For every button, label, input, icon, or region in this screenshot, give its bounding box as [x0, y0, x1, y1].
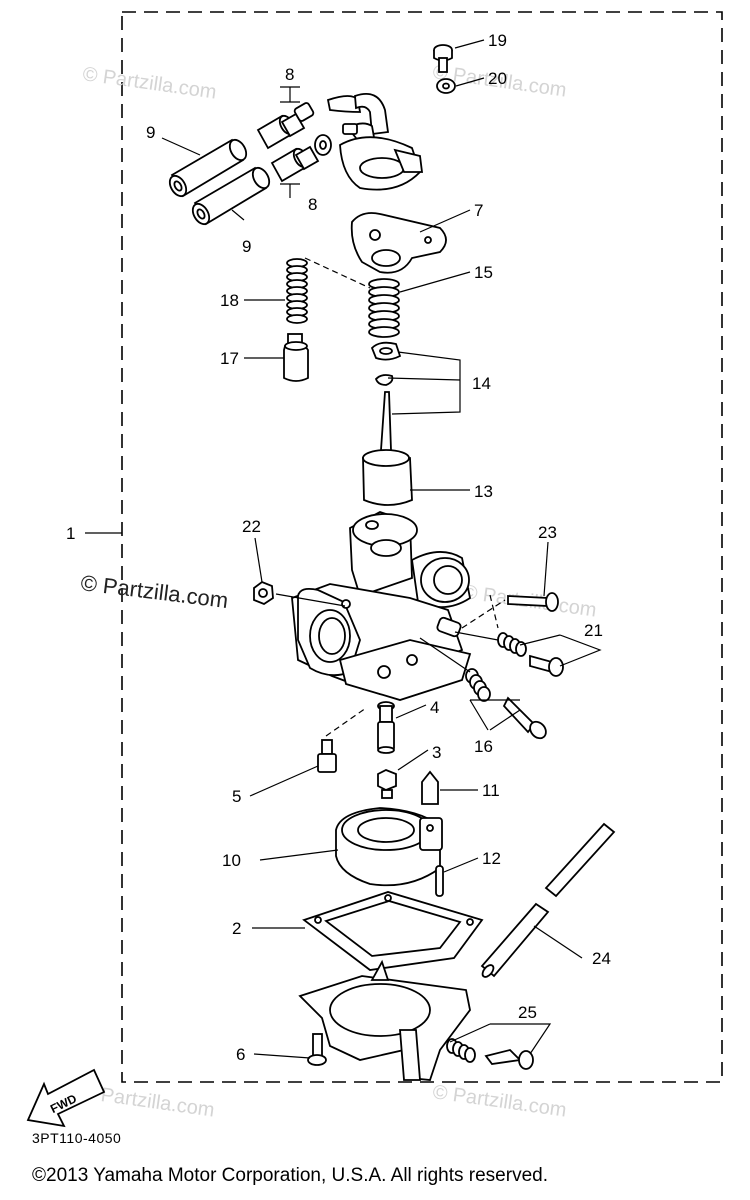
watermark-bottom-right: © Partzilla.com	[431, 1081, 568, 1122]
screw-23-guide	[461, 599, 506, 629]
part-15-spring	[368, 278, 400, 338]
part-6-drain-screw	[307, 1033, 327, 1066]
part-3-main-jet	[377, 769, 397, 799]
callout-10: 10	[222, 851, 241, 870]
part-13-throttle-valve	[362, 449, 413, 506]
watermark-top-left: © Partzilla.com	[81, 63, 218, 104]
screw-21-guide	[454, 631, 499, 641]
part-16-set	[465, 668, 547, 740]
callout-14: 14	[472, 374, 491, 393]
part-22-nut	[253, 580, 274, 606]
callout-16: 16	[474, 737, 493, 756]
callout-18: 18	[220, 291, 239, 310]
part-19-screw	[433, 44, 453, 73]
part-9-caps	[168, 138, 271, 226]
screw-23-guide-2	[489, 594, 499, 629]
nut-guide-line	[275, 593, 346, 607]
part-7-plate	[350, 212, 447, 274]
leader-lines	[85, 39, 602, 1059]
part-12-pin	[435, 865, 444, 897]
part-2-gasket	[302, 891, 484, 971]
spring-guide-line	[304, 257, 371, 289]
callout-11: 11	[482, 781, 500, 800]
part-code: 3PT110-4050	[32, 1130, 122, 1146]
part-18-spring	[286, 258, 308, 324]
callout-22: 22	[242, 517, 261, 536]
part-8-nuts	[256, 102, 332, 183]
callout-13: 13	[474, 482, 493, 501]
callout-7: 7	[474, 201, 483, 220]
fwd-arrow-icon: FWD	[26, 1068, 106, 1128]
callout-9-top: 9	[146, 123, 155, 142]
copyright-notice: ©2013 Yamaha Motor Corporation, U.S.A. A…	[32, 1165, 548, 1186]
carburetor-body	[291, 511, 472, 701]
callout-24: 24	[592, 949, 611, 968]
part-11-float-needle	[421, 770, 439, 805]
callout-4: 4	[430, 698, 439, 717]
jet-guide-line	[325, 707, 367, 737]
callout-9-bottom: 9	[242, 237, 251, 256]
callout-12: 12	[482, 849, 501, 868]
part-4-needle-jet	[377, 701, 395, 754]
callout-5: 5	[232, 787, 241, 806]
callout-25: 25	[518, 1003, 537, 1022]
callout-1: 1	[66, 524, 75, 543]
callout-6: 6	[236, 1045, 245, 1064]
part-24-tubes	[480, 822, 616, 978]
callout-23: 23	[538, 523, 557, 542]
callout-17: 17	[220, 349, 239, 368]
callout-20: 20	[488, 69, 507, 88]
callout-21: 21	[584, 621, 603, 640]
part-17-adjuster	[283, 333, 309, 382]
part-10-float	[335, 807, 443, 887]
callout-2: 2	[232, 919, 241, 938]
callout-labels: 1 2 3 4 5 6 7 8 8 9 9 10 11 12 13 14 15 …	[66, 31, 611, 1064]
part-23-screw	[507, 592, 559, 612]
watermark-main: © Partzilla.com	[79, 570, 229, 613]
part-20-washer	[436, 78, 456, 94]
assembly-boundary	[121, 11, 723, 1083]
part-25-set	[446, 1038, 534, 1070]
callout-8-bottom: 8	[308, 195, 317, 214]
callout-15: 15	[474, 263, 493, 282]
screw-16-guide	[419, 637, 471, 673]
callout-19: 19	[488, 31, 507, 50]
float-bowl	[298, 959, 471, 1081]
part-5-pilot-jet	[317, 739, 337, 773]
callout-8-top: 8	[285, 65, 294, 84]
callout-3: 3	[432, 743, 441, 762]
cable-cover-assembly	[326, 92, 424, 191]
part-21-set	[497, 632, 564, 677]
